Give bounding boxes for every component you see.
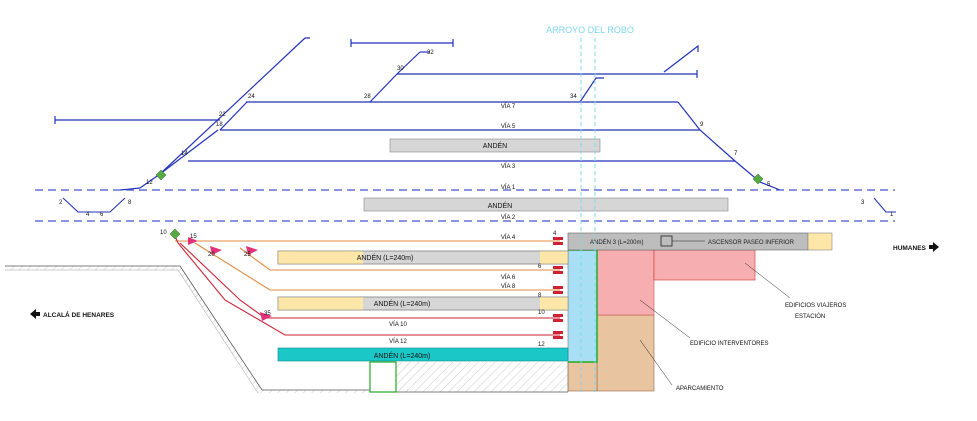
switch-number: 28 (364, 94, 371, 100)
signals (155, 169, 764, 240)
switch-number: 2 (59, 200, 63, 206)
platform-upper (389, 138, 601, 153)
platform-3-label: ANDÉN 3 (L=200m) (590, 239, 644, 246)
buffer-stops (553, 237, 563, 339)
platforms: ANDÉN ANDÉN ANDÉN 3 (L=200m) ASCENSOR PA… (277, 138, 833, 362)
switch-number: 4 (553, 231, 557, 237)
via5-label: VÍA 5 (501, 123, 516, 130)
switch-number: 12 (146, 180, 153, 186)
switch-number: 6 (538, 264, 542, 270)
switch-number: 25 (244, 252, 251, 258)
via7-label: VÍA 7 (501, 103, 516, 110)
platform-b-label: ANDÉN (L=240m) (374, 299, 431, 308)
platform-a-label: ANDÉN (L=240m) (357, 253, 414, 262)
arroyo-channel (568, 250, 597, 362)
direction-east: HUMANES (893, 242, 939, 252)
switch-number: 6 (100, 212, 104, 218)
mainline-crossovers (62, 197, 896, 213)
switch-number: 35 (264, 311, 271, 317)
switch-number: 12 (538, 342, 545, 348)
switch-number: 22 (219, 112, 226, 118)
parking-area (596, 314, 655, 392)
switch-markers (188, 237, 272, 321)
viajeros-label-2: ESTACIÓN (795, 313, 825, 320)
switch-number: 1 (890, 212, 894, 218)
ascensor-label: ASCENSOR PASEO INFERIOR (708, 240, 795, 246)
switch-number: 8 (538, 293, 542, 299)
switch-number: 18 (216, 122, 223, 128)
viajeros-building (653, 249, 756, 281)
platform-c (277, 347, 569, 362)
switch-number: 7 (734, 151, 738, 157)
switch-number: 5 (767, 182, 771, 188)
switch-numbers: 32 30 28 24 22 18 14 12 34 9 7 5 2 4 6 8… (59, 50, 894, 348)
switch-number: 3 (861, 200, 865, 206)
via2-label: VÍA 2 (501, 214, 516, 221)
switch-number: 8 (128, 200, 132, 206)
platform-middle-label: ANDÉN (488, 201, 513, 210)
platform-c-label: ANDÉN (L=240m) (374, 351, 431, 360)
switch-number: 4 (86, 212, 90, 218)
track-labels: VÍA 7 VÍA 5 VÍA 3 VÍA 1 VÍA 2 VÍA 4 VÍA … (389, 103, 516, 345)
switch-number: 34 (570, 94, 577, 100)
arroyo-label: ARROYO DEL ROBO (546, 25, 634, 35)
switch-number: 32 (427, 50, 434, 56)
aparcamiento-label: APARCAMIENTO (676, 386, 724, 392)
platform-middle (363, 197, 729, 212)
via3-label: VÍA 3 (501, 163, 516, 170)
building-callouts: EDIFICIOS VIAJEROS ESTACIÓN EDIFICIO INT… (639, 262, 846, 392)
via1-label: VÍA 1 (501, 184, 516, 191)
direction-west: ALCALÁ DE HENARES (30, 309, 115, 319)
arrow-right-icon (929, 242, 939, 252)
via12-label: VÍA 12 (389, 338, 407, 345)
interventores-label: EDIFICIO INTERVENTORES (690, 341, 768, 347)
switch-number: 10 (160, 230, 167, 236)
via4-label: VÍA 4 (501, 234, 516, 241)
mainlines (35, 189, 895, 222)
switch-number: 14 (181, 151, 188, 157)
switch-number: 9 (700, 122, 704, 128)
switch-number: 15 (190, 234, 197, 240)
city-west-label: ALCALÁ DE HENARES (43, 310, 115, 319)
city-east-label: HUMANES (893, 245, 927, 252)
via8-label: VÍA 8 (501, 283, 516, 290)
arrow-left-icon (30, 309, 40, 319)
switch-number: 24 (248, 94, 255, 100)
switch-number: 20 (208, 252, 215, 258)
embankment (5, 265, 568, 394)
lower-tracks (174, 235, 560, 336)
via10-label: VÍA 10 (389, 321, 407, 328)
platform-upper-label: ANDÉN (483, 141, 508, 150)
arroyo-lines (580, 38, 596, 392)
upper-tracks (54, 37, 781, 191)
switch-number: 10 (538, 310, 545, 316)
viajeros-label-1: EDIFICIOS VIAJEROS (785, 303, 846, 309)
interventores-building (596, 249, 655, 316)
via6-label: VÍA 6 (501, 274, 516, 281)
switch-number: 30 (397, 66, 404, 72)
